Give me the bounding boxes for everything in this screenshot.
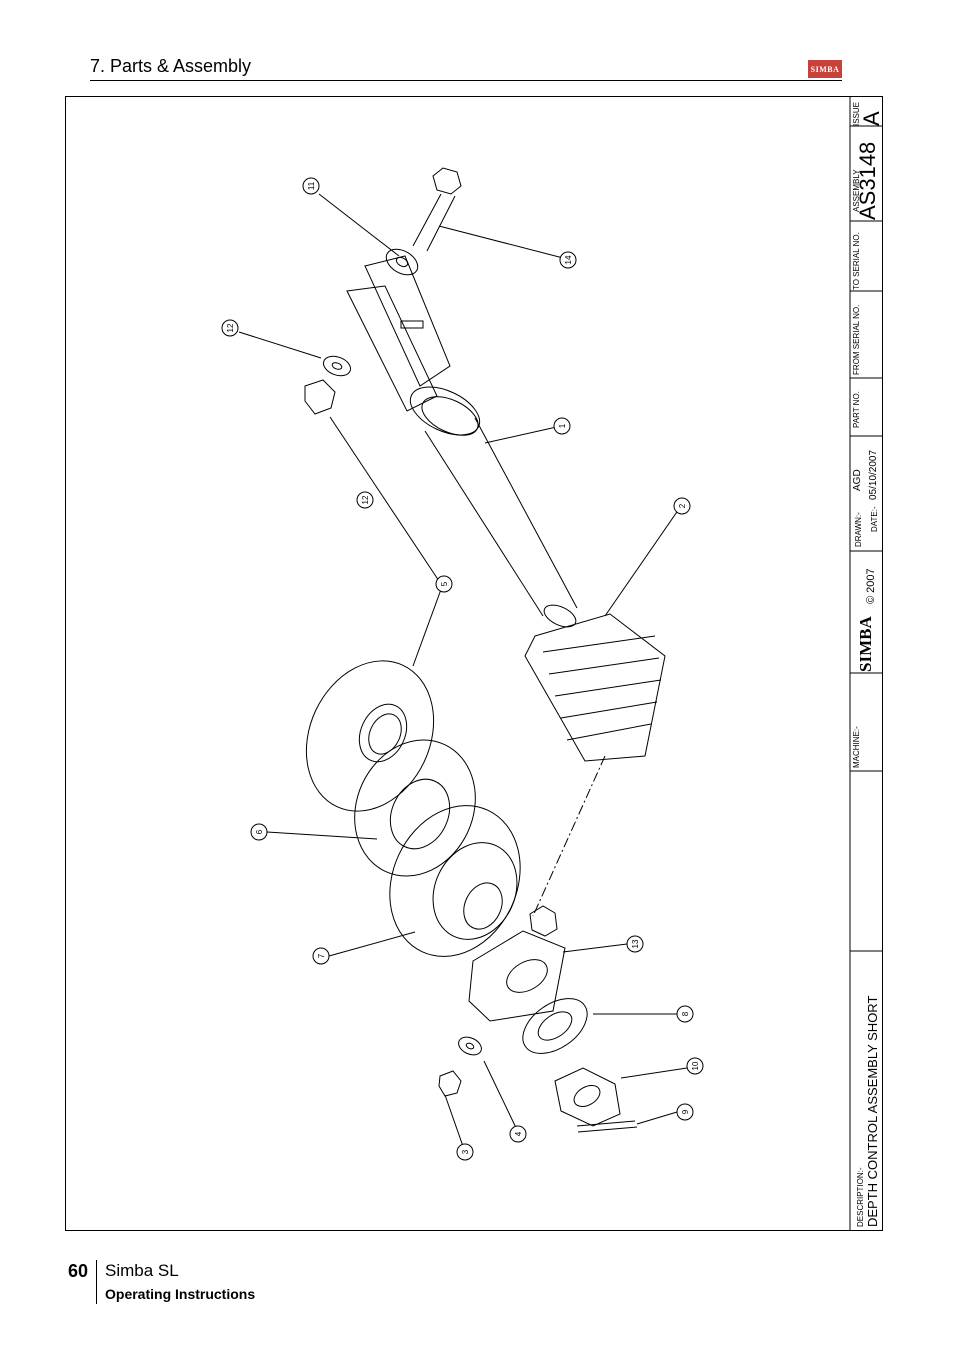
balloon-9 — [676, 1103, 694, 1121]
issue-value: A — [859, 111, 884, 126]
drawn-label: DRAWN:- — [854, 512, 863, 547]
drawing-frame — [65, 96, 883, 1231]
document-type: Operating Instructions — [105, 1286, 256, 1302]
balloon-4 — [509, 1125, 527, 1143]
balloon-2 — [673, 497, 691, 515]
date-label: DATE:- — [870, 506, 879, 532]
description-label: DESCRIPTION:- — [856, 1167, 865, 1227]
balloon-label: 13 — [631, 939, 640, 948]
to-serial-label: TO SERIAL NO. — [852, 232, 861, 290]
balloon-7 — [312, 947, 330, 965]
balloon-label: 12 — [361, 495, 370, 504]
balloon-label: 6 — [255, 829, 264, 834]
drawn-by: AGD — [852, 469, 863, 491]
balloon-3 — [456, 1143, 474, 1161]
copyright: © 2007 — [865, 568, 877, 604]
balloon-label: 9 — [681, 1109, 690, 1114]
header-rule — [90, 80, 842, 81]
product-name: Simba SL — [105, 1261, 179, 1280]
balloon-12b — [221, 319, 239, 337]
balloon-label: 14 — [564, 255, 573, 264]
balloon-11 — [626, 935, 644, 953]
balloon-5 — [435, 575, 453, 593]
machine-label: MACHINE:- — [852, 726, 861, 768]
balloon-label: 1 — [558, 423, 567, 428]
balloon-label: 7 — [317, 953, 326, 958]
simba-logo: SIMBA — [808, 60, 842, 78]
section-header: 7. Parts & Assembly — [90, 56, 252, 76]
balloon-10 — [686, 1057, 704, 1075]
balloon-label: 11 — [307, 181, 316, 190]
from-serial-label: FROM SERIAL NO. — [852, 304, 861, 375]
balloon-label: 10 — [691, 1061, 700, 1070]
balloon-13 — [356, 491, 374, 509]
part-no-label: PART NO. — [852, 391, 861, 428]
balloon-label: 12 — [226, 323, 235, 332]
description: DEPTH CONTROL ASSEMBLY SHORT — [865, 995, 880, 1227]
balloon-6 — [250, 823, 268, 841]
page-number: 60 — [68, 1261, 89, 1281]
balloon-label: 5 — [440, 581, 449, 586]
balloon-8 — [676, 1005, 694, 1023]
balloon-label: 8 — [681, 1011, 690, 1016]
assembly-number: AS3148 — [855, 141, 880, 220]
balloon-12a — [302, 177, 320, 195]
footer-divider — [96, 1260, 97, 1304]
exploded-assembly-drawing: 11 14 12 1 12 2 5 6 7 13 8 10 9 4 3 — [221, 96, 883, 1231]
drawing-date: 05/10/2007 — [868, 449, 879, 500]
balloon-label: 2 — [678, 503, 687, 508]
balloon-label: 3 — [461, 1149, 470, 1154]
brand-mark: SIMBA — [856, 616, 875, 672]
balloon-label: 4 — [514, 1131, 523, 1136]
balloon-14 — [559, 251, 577, 269]
balloon-1 — [553, 417, 571, 435]
